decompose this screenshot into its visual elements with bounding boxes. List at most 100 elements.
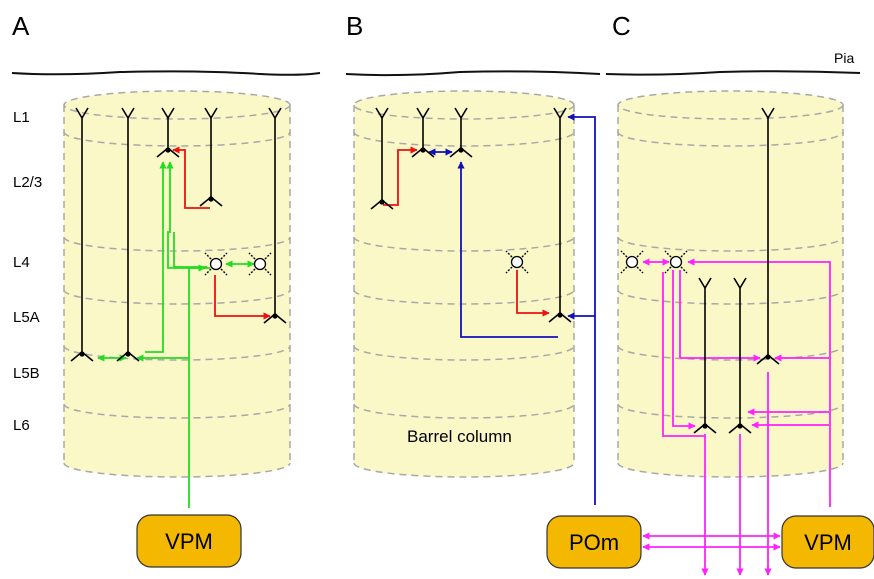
stellate-c-l4-2-dendrite-2 [680, 250, 688, 258]
barrel-column-a-bottom-rim [63, 462, 291, 478]
pyramidal-a-l5a-soma [272, 313, 278, 319]
barrel-column-b-layer-boundary-1 [353, 131, 575, 147]
pyramidal-c-l6-1 [693, 277, 717, 434]
stellate-b-l4-dendrite-4 [521, 266, 529, 274]
barrel-column-b-body [354, 91, 574, 477]
nucleus-pom-b-label: POm [569, 530, 619, 555]
stellate-c-l4-2-dendrite-1 [664, 250, 672, 258]
pyramidal-b-l23-3-soma [458, 147, 464, 153]
stellate-b-l4-dendrite-3 [505, 266, 513, 274]
layer-label-l4: L4 [13, 254, 30, 271]
barrel-column-c-layer-boundary-2 [617, 236, 844, 252]
pyramidal-a-l23-1 [156, 107, 180, 158]
pyramidal-a-l5b-2 [116, 107, 140, 362]
layer-label-l5b: L5B [13, 365, 40, 382]
stellate-a-l4-2-soma [253, 257, 267, 271]
barrel-column-c-bottom-rim [617, 462, 844, 478]
barrel-column-a-body [64, 91, 290, 477]
pyramidal-b-l5a-soma [557, 312, 563, 318]
pyramidal-a-l23-1-tuft [161, 107, 175, 120]
path-a-l23-local [172, 146, 210, 209]
barrel-column-b-layer-boundary-2 [353, 236, 575, 252]
stellate-c-l4-2-dendrite-4 [680, 266, 688, 274]
pyramidal-c-l5b-soma [765, 354, 771, 360]
stellate-c-l4-2 [664, 250, 688, 274]
pyramidal-b-l23-3 [449, 107, 473, 158]
stellate-a-l4-1-dendrite-3 [204, 268, 212, 276]
barrel-column-caption: Barrel column [407, 427, 512, 446]
stellate-c-l4-2-dendrite-3 [664, 266, 672, 274]
pyramidal-b-l23-1 [370, 107, 394, 210]
barrel-column-c-layer-boundary-4 [617, 345, 844, 361]
barrel-column-b-layer-boundary-5 [353, 403, 575, 419]
layer-label-l6: L6 [13, 417, 30, 434]
nucleus-vpm-a-label: VPM [165, 529, 213, 554]
path-b-l23-to-l23 [383, 146, 418, 206]
panel-a-letter: A [12, 11, 30, 41]
nucleus-vpm-c-label: VPM [804, 530, 852, 555]
path-c-l4-loop [662, 272, 705, 437]
path-a-l5b-to-l23-up [145, 161, 167, 353]
pyramidal-c-l5b [756, 107, 780, 365]
barrel-column-a-layer-boundary-3 [63, 289, 291, 305]
stellate-a-l4-1-soma [209, 257, 223, 271]
pyramidal-a-l23-2-soma [208, 196, 214, 202]
stellate-a-l4-2-dendrite-2 [264, 252, 272, 260]
stellate-b-l4-dendrite-1 [505, 250, 513, 258]
pia-label: Pia [834, 50, 854, 66]
stellate-c-l4-2-soma [669, 255, 683, 269]
barrel-column-b-bottom-rim [353, 462, 575, 478]
pyramidal-b-l5a [548, 107, 572, 323]
pyramidal-b-l5a-tuft [553, 107, 567, 120]
stellate-c-l4-1 [620, 250, 644, 274]
layer-label-l23: L2/3 [13, 174, 42, 191]
stellate-a-l4-1 [204, 252, 228, 276]
pyramidal-a-l5b-1-tuft [75, 107, 89, 120]
pyramidal-a-l5b-2-tuft [121, 107, 135, 120]
panel-b-letter: B [346, 11, 363, 41]
pyramidal-a-l23-2 [199, 107, 223, 207]
pyramidal-a-l5a [263, 107, 287, 324]
pyramidal-b-l23-3-tuft [454, 107, 468, 120]
stellate-c-l4-1-soma [625, 255, 639, 269]
pyramidal-a-l5a-tuft [268, 107, 282, 120]
barrel-column-a-layer-boundary-4 [63, 345, 291, 361]
stellate-a-l4-1-dendrite-4 [220, 268, 228, 276]
stellate-c-l4-1-dendrite-3 [620, 266, 628, 274]
pyramidal-b-l23-1-tuft [375, 107, 389, 120]
pyramidal-a-l5b-1 [70, 107, 94, 362]
barrel-column-a-layer-boundary-1 [63, 131, 291, 147]
layer-labels: L1 L2/3 L4 L5A L5B L6 [13, 109, 42, 434]
pyramidal-b-l23-2-tuft [416, 107, 430, 120]
path-a-l4-to-l5a [214, 275, 271, 320]
pyramidal-c-l6-1-tuft [698, 277, 712, 290]
pia-surface-a [11, 70, 321, 76]
barrel-column-a-layer-boundary-2 [63, 236, 291, 252]
layer-label-l1: L1 [13, 109, 30, 126]
pyramidal-b-l23-2 [411, 107, 435, 158]
path-b-pom-to-l1 [567, 113, 596, 505]
stellate-b-l4-dendrite-2 [521, 250, 529, 258]
pyramidal-c-l6-2-soma [737, 423, 743, 429]
barrel-column-c-layer-boundary-3 [617, 289, 844, 305]
pyramidal-a-l23-2-tuft [204, 107, 218, 120]
path-c-l4-to-l6 [672, 270, 696, 430]
barrel-column-b [353, 90, 575, 478]
barrel-column-b-layer-boundary-3 [353, 289, 575, 305]
nucleus-pom-b: POm [546, 515, 642, 569]
stellate-a-l4-2-dendrite-3 [248, 268, 256, 276]
path-a-l4-to-l23 [166, 161, 210, 269]
stellate-a-l4-2-dendrite-1 [248, 252, 256, 260]
pyramidal-b-l23-2-soma [420, 147, 426, 153]
pyramidal-b-l23-1-soma [379, 199, 385, 205]
pyramidal-c-l6-1-soma [702, 423, 708, 429]
panel-c-letter: C [612, 11, 631, 41]
stellate-c-l4-1-dendrite-1 [620, 250, 628, 258]
pia-surface-b [345, 70, 601, 77]
stellate-c-l4-1-dendrite-2 [636, 250, 644, 258]
path-c-vpm-to-l4 [687, 258, 831, 507]
path-b-l4-to-l5a [516, 270, 550, 317]
barrel-column-c [617, 90, 844, 478]
stellate-a-l4-1-dendrite-1 [204, 252, 212, 260]
